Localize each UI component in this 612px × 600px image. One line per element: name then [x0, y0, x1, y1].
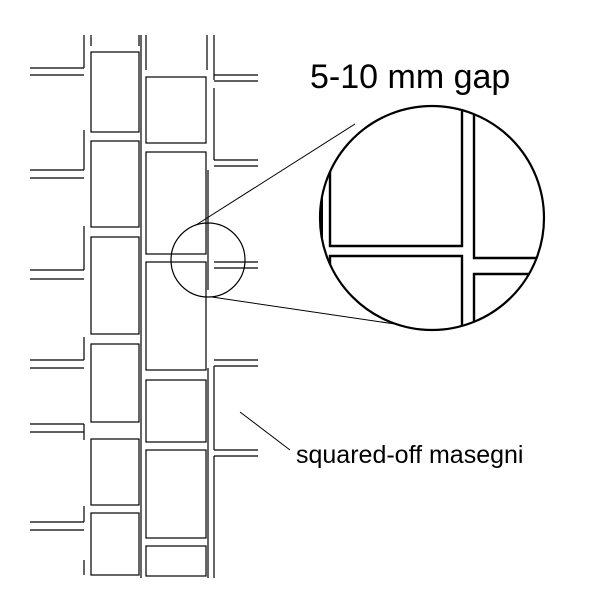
left-joints: [30, 67, 84, 531]
callout-line-bottom: [211, 296, 396, 325]
detail-focus-circle: [170, 222, 246, 298]
paver-label: squared-off masegni: [296, 441, 523, 469]
callout-line-top: [195, 123, 356, 226]
gap-label: 5-10 mm gap: [310, 58, 510, 96]
paver-column: [83, 35, 215, 578]
magnified-detail: [318, 104, 546, 332]
paver-label-pointer: [239, 411, 291, 451]
right-joints: [213, 74, 258, 578]
